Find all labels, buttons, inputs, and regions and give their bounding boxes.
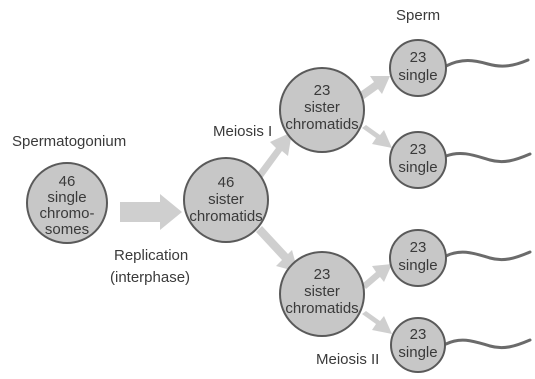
cell-sperm-2: 23 single bbox=[389, 131, 447, 189]
cell-text: 23 bbox=[314, 266, 331, 283]
cell-text: sister bbox=[208, 191, 244, 208]
arrow-to-secondary-bottom bbox=[256, 226, 298, 272]
cell-text: sister bbox=[304, 283, 340, 300]
replication-arrow bbox=[120, 194, 182, 230]
arrow-to-sperm-1 bbox=[360, 76, 390, 99]
cell-text: 23 bbox=[410, 326, 427, 343]
cell-secondary-top: 23 sister chromatids bbox=[279, 67, 365, 153]
cell-sperm-4: 23 single bbox=[390, 317, 446, 373]
sperm-tail-3 bbox=[444, 250, 532, 262]
arrow-to-sperm-2 bbox=[362, 125, 392, 148]
label-replication: Replication bbox=[114, 247, 188, 264]
cell-after-replication: 46 sister chromatids bbox=[183, 157, 269, 243]
arrow-to-sperm-4 bbox=[362, 311, 392, 334]
sperm-tail-1 bbox=[444, 58, 530, 68]
cell-secondary-bottom: 23 sister chromatids bbox=[279, 251, 365, 337]
label-sperm: Sperm bbox=[396, 7, 440, 24]
cell-text: single bbox=[398, 67, 437, 84]
label-meiosis-2: Meiosis II bbox=[316, 351, 379, 368]
cell-sperm-3: 23 single bbox=[389, 229, 447, 287]
cell-text: 23 bbox=[410, 49, 427, 66]
cell-text: single bbox=[47, 189, 86, 206]
cell-text: 23 bbox=[410, 141, 427, 158]
cell-text: 23 bbox=[410, 239, 427, 256]
label-meiosis-1: Meiosis I bbox=[213, 123, 272, 140]
arrows bbox=[120, 76, 392, 334]
cell-text: single bbox=[398, 159, 437, 176]
cell-text: chromatids bbox=[285, 116, 358, 133]
cell-spermatogonium: 46 single chromo- somes bbox=[26, 162, 108, 244]
sperm-tails bbox=[444, 58, 532, 350]
arrow-to-secondary-top bbox=[252, 132, 292, 184]
cell-text: 23 bbox=[314, 82, 331, 99]
cell-text: somes bbox=[45, 221, 89, 238]
cell-text: chromo- bbox=[39, 205, 94, 222]
cell-text: 46 bbox=[59, 173, 76, 190]
cell-text: sister bbox=[304, 99, 340, 116]
sperm-tail-4 bbox=[444, 338, 532, 350]
cell-text: single bbox=[398, 344, 437, 361]
cell-text: chromatids bbox=[189, 208, 262, 225]
label-spermatogonium: Spermatogonium bbox=[12, 133, 126, 150]
cell-sperm-1: 23 single bbox=[389, 39, 447, 97]
sperm-tail-2 bbox=[444, 152, 532, 164]
cell-text: chromatids bbox=[285, 300, 358, 317]
cell-text: 46 bbox=[218, 174, 235, 191]
arrow-to-sperm-3 bbox=[362, 264, 392, 289]
cell-text: single bbox=[398, 257, 437, 274]
label-interphase: (interphase) bbox=[110, 269, 190, 286]
